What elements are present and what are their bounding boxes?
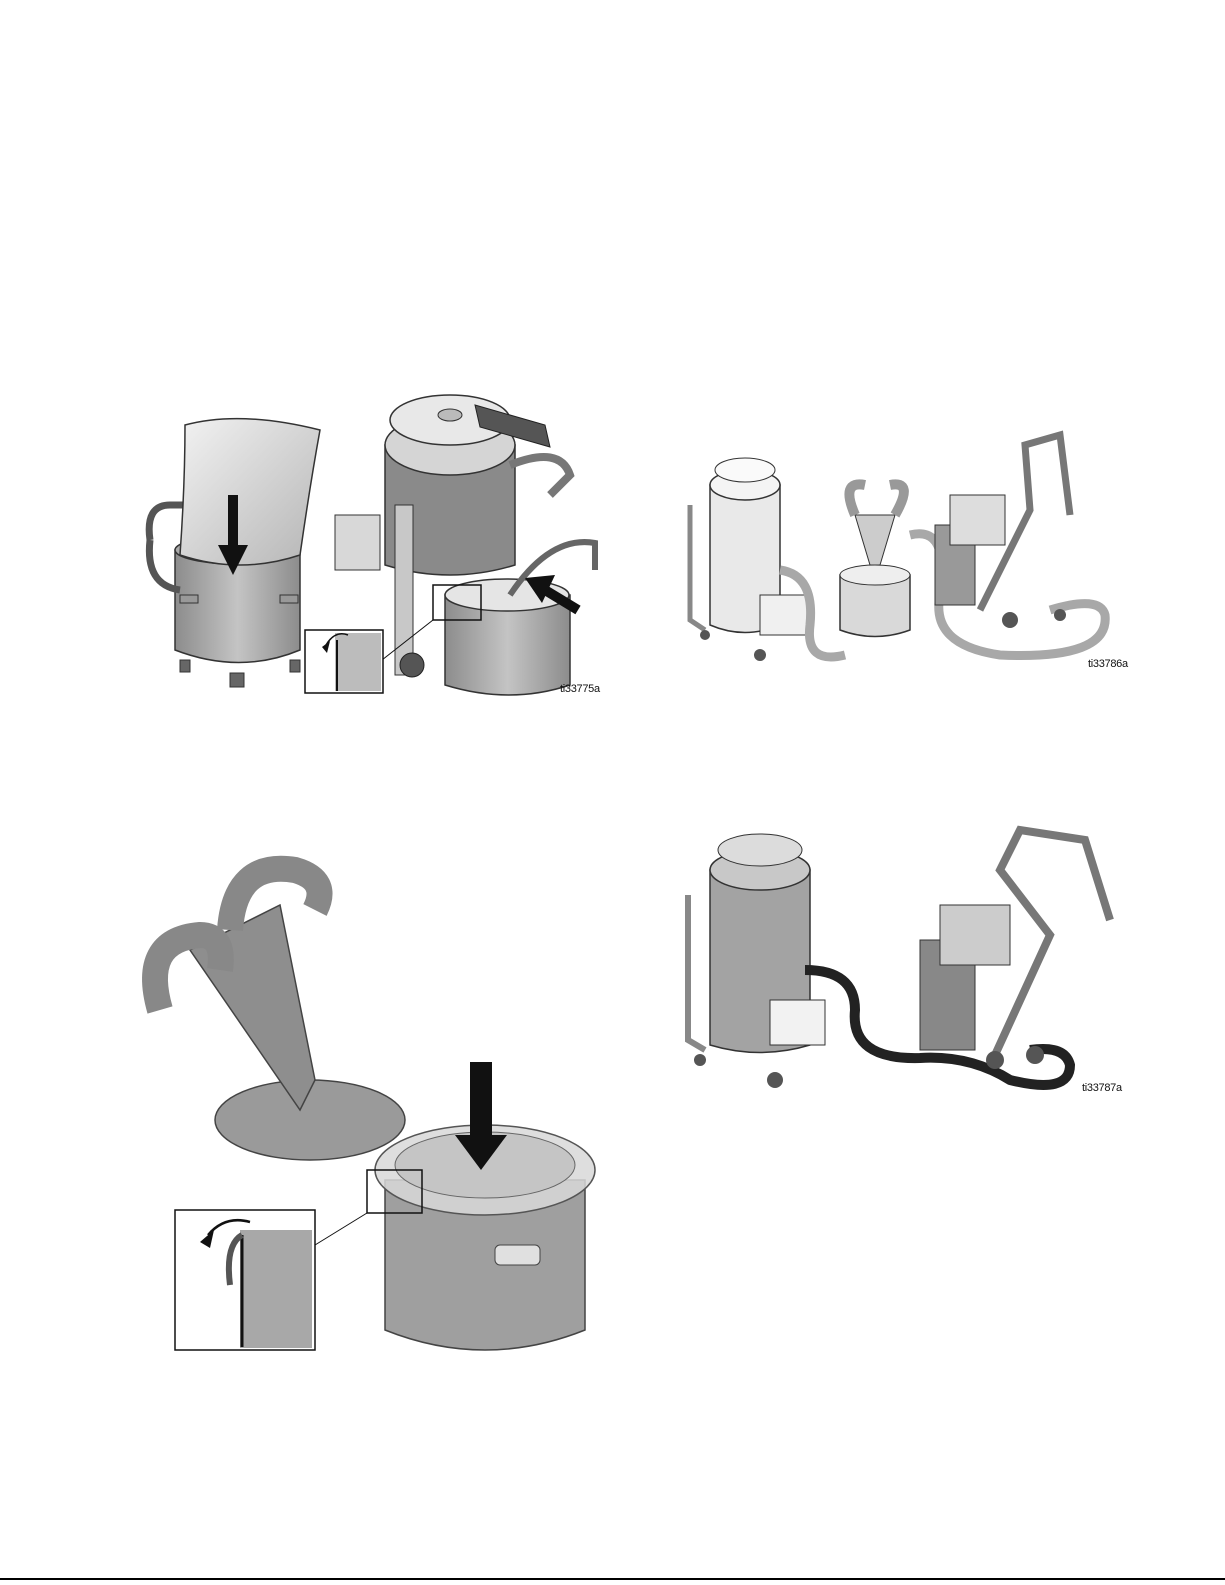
detail-inset bbox=[305, 630, 383, 693]
illustration-separator-bag bbox=[130, 850, 630, 1360]
vacuum-unit bbox=[688, 834, 825, 1088]
figure-bag-installation: ti33775a bbox=[130, 385, 610, 705]
filter-bag bbox=[180, 419, 320, 565]
grinder-machine bbox=[920, 830, 1110, 1069]
grinder-machine bbox=[935, 435, 1070, 628]
illustration-system-with-separator bbox=[670, 425, 1130, 675]
figure-id-label: ti33775a bbox=[560, 683, 600, 695]
figure-system-with-separator: ti33786a bbox=[670, 425, 1130, 675]
figure-id-label: ti33787a bbox=[1082, 1082, 1122, 1094]
footer-rule bbox=[0, 1578, 1225, 1580]
figure-id-label: ti33786a bbox=[1088, 658, 1128, 670]
figure-separator-bag bbox=[130, 850, 630, 1360]
illustration-bag-installation bbox=[130, 385, 610, 705]
detail-inset bbox=[175, 1210, 315, 1350]
figure-system-direct: ti33787a bbox=[670, 810, 1130, 1100]
vacuum-unit bbox=[690, 458, 810, 661]
illustration-system-direct bbox=[670, 810, 1130, 1100]
cyclone-separator bbox=[840, 484, 910, 636]
separator-lid bbox=[155, 869, 405, 1160]
